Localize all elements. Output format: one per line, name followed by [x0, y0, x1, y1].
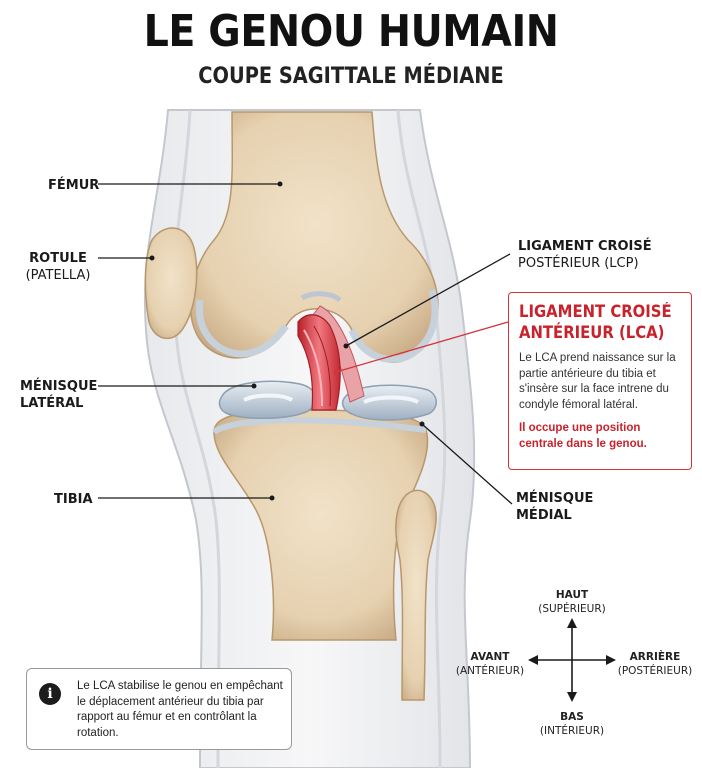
label-tibia: TIBIA [54, 492, 93, 507]
info-note-box: i Le LCA stabilise le genou en empêchant… [26, 668, 292, 750]
info-note-text: Le LCA stabilise le genou en empêchant l… [77, 680, 283, 739]
lateral-meniscus [218, 380, 317, 420]
page-subtitle: COUPE SAGITTALE MÉDIANE [198, 64, 504, 89]
label-rotule: ROTULE(PATELLA) [25, 251, 91, 283]
medial-meniscus [341, 384, 437, 421]
lca-highlight: Il occupe une position centrale dans le … [519, 422, 647, 450]
lca-title: LIGAMENT CROISÉ ANTÉRIEUR (LCA) [519, 302, 672, 342]
compass-right-label: ARRIÈRE(POSTÉRIEUR) [617, 651, 693, 677]
fibula-bone [395, 489, 437, 701]
compass-down-label: BAS(INTÉRIEUR) [539, 711, 605, 737]
orientation-compass [528, 618, 616, 702]
lca-description: Le LCA prend naissance sur la partie ant… [519, 352, 676, 411]
compass-up-label: HAUT(SUPÉRIEUR) [538, 589, 606, 615]
compass-left-label: AVANT(ANTÉRIEUR) [455, 651, 525, 677]
page-title: LE GENOU HUMAIN [143, 6, 559, 57]
label-femur: FÉMUR [48, 178, 100, 193]
lca-info-box: LIGAMENT CROISÉ ANTÉRIEUR (LCA) Le LCA p… [508, 292, 692, 470]
info-icon: i [39, 683, 61, 705]
patella-bone [144, 227, 198, 340]
